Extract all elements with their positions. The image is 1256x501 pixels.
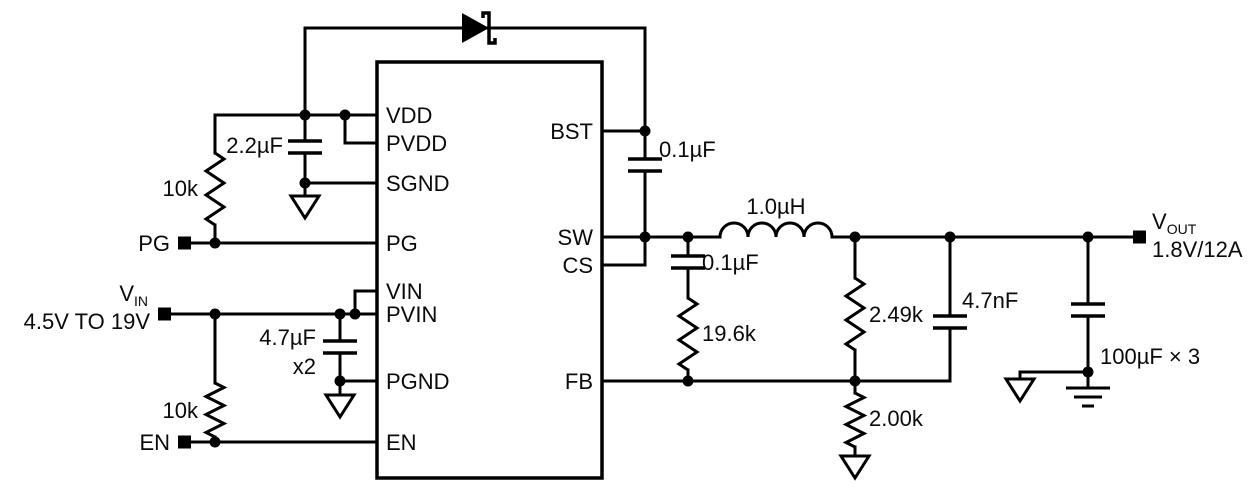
inductor <box>718 221 834 238</box>
res-en-pullup <box>202 381 228 439</box>
gnd-fb-triangle <box>838 454 872 481</box>
r-pg-pullup-label: 10k <box>163 176 199 201</box>
wire-pvdd-jog <box>343 113 379 145</box>
ground-symbols <box>288 194 1110 481</box>
cap-in-4u7 <box>323 339 357 355</box>
pin-label-sgnd: SGND <box>386 171 450 196</box>
junction-dot <box>209 237 221 249</box>
junction-dot <box>299 109 311 121</box>
gnd-sgnd-triangle <box>288 194 322 221</box>
pin-label-pgnd: PGND <box>386 369 450 394</box>
c-out-label: 100µF × 3 <box>1100 344 1200 369</box>
junction-dot <box>334 308 346 320</box>
junction-dot <box>639 231 651 243</box>
pin-label-en: EN <box>386 430 417 455</box>
cap-ff-4n7 <box>933 314 967 330</box>
vin-terminal-square <box>158 307 171 321</box>
junction-dot <box>849 231 861 243</box>
junction-dot <box>682 231 694 243</box>
junction-dot <box>944 231 956 243</box>
r-cs-label: 19.6k <box>702 321 757 346</box>
junction-dot <box>639 125 651 137</box>
pin-label-pvdd: PVDD <box>386 131 447 156</box>
gnd-pgnd-triangle <box>323 393 357 420</box>
vin-main: V <box>119 281 134 306</box>
junction-dot <box>1082 366 1094 378</box>
en-terminal-square <box>178 435 191 449</box>
res-fb-bot-2k00 <box>842 391 868 449</box>
pin-label-bst: BST <box>550 119 593 144</box>
vout-terminal-square <box>1133 230 1146 244</box>
res-fb-top-2k49 <box>843 276 867 352</box>
junction-dot <box>682 375 694 387</box>
gnd-tie-triangle <box>1003 377 1037 404</box>
res-pg-pullup <box>203 151 227 227</box>
terminal-labels: PG EN VIN 4.5V TO 19V VOUT 1.8V/12A <box>24 209 1243 455</box>
pg-terminal-label: PG <box>138 231 170 256</box>
vin-terminal-label: VIN <box>119 281 148 309</box>
vin-subscript: IN <box>134 293 148 309</box>
ic-pin-labels: VDD PVDD SGND PG VIN PVIN PGND EN BST SW… <box>386 103 593 455</box>
diode-cathode-bar <box>481 11 497 45</box>
io-terminals <box>158 230 1146 449</box>
res-cs-19k6 <box>676 296 700 372</box>
pg-terminal-square <box>178 236 191 250</box>
inductor-label: 1.0µH <box>746 194 805 219</box>
pin-label-vdd: VDD <box>386 103 432 128</box>
wire-vin-jog <box>353 289 379 316</box>
junction-dot <box>1082 231 1094 243</box>
junction-dots <box>209 109 1094 448</box>
junction-dot <box>339 109 351 121</box>
vout-rating-label: 1.8V/12A <box>1152 237 1243 262</box>
bootstrap-diode <box>462 11 497 45</box>
pin-label-pg: PG <box>386 231 418 256</box>
c-in-qty-label: x2 <box>293 354 316 379</box>
junction-dot <box>334 375 346 387</box>
cap-bst-0u1 <box>628 157 662 173</box>
junction-dot <box>849 375 861 387</box>
resistors <box>202 151 868 449</box>
junction-dot <box>299 177 311 189</box>
junction-dot <box>209 436 221 448</box>
ic-body <box>375 60 604 480</box>
c-vdd-label: 2.2µF <box>226 133 283 158</box>
junction-dot <box>349 308 361 320</box>
r-fb-top-label: 2.49k <box>869 302 924 327</box>
r-en-pullup-label: 10k <box>163 398 199 423</box>
capacitors <box>288 139 1105 355</box>
vout-main: V <box>1152 209 1167 234</box>
cap-out-100u <box>1071 302 1105 318</box>
en-terminal-label: EN <box>139 430 170 455</box>
vout-subscript: OUT <box>1167 221 1197 237</box>
c-cs-label: 0.1µF <box>702 250 759 275</box>
wire-gnd-tie <box>1018 370 1090 381</box>
junction-dot <box>209 308 221 320</box>
c-in-label: 4.7µF <box>259 325 316 350</box>
cap-cs-0u1 <box>671 254 705 270</box>
pin-label-cs: CS <box>562 253 593 278</box>
r-fb-bot-label: 2.00k <box>869 406 924 431</box>
c-ff-label: 4.7nF <box>962 288 1018 313</box>
cap-vdd-2u2 <box>288 139 322 155</box>
pin-label-fb: FB <box>565 369 593 394</box>
c-bst-label: 0.1µF <box>659 137 716 162</box>
pin-label-sw: SW <box>558 225 594 250</box>
vin-range-label: 4.5V TO 19V <box>24 309 151 334</box>
vout-terminal-label: VOUT <box>1152 209 1197 237</box>
pin-label-vin: VIN <box>386 279 423 304</box>
pin-label-pvin: PVIN <box>386 302 437 327</box>
gnd-earth-bars <box>1066 386 1110 408</box>
diode-anode-triangle <box>462 13 489 43</box>
wires <box>163 26 1142 458</box>
component-labels: 10k 2.2µF 4.7µF x2 10k 0.1µF 1.0µH 0.1µF… <box>163 133 1201 431</box>
